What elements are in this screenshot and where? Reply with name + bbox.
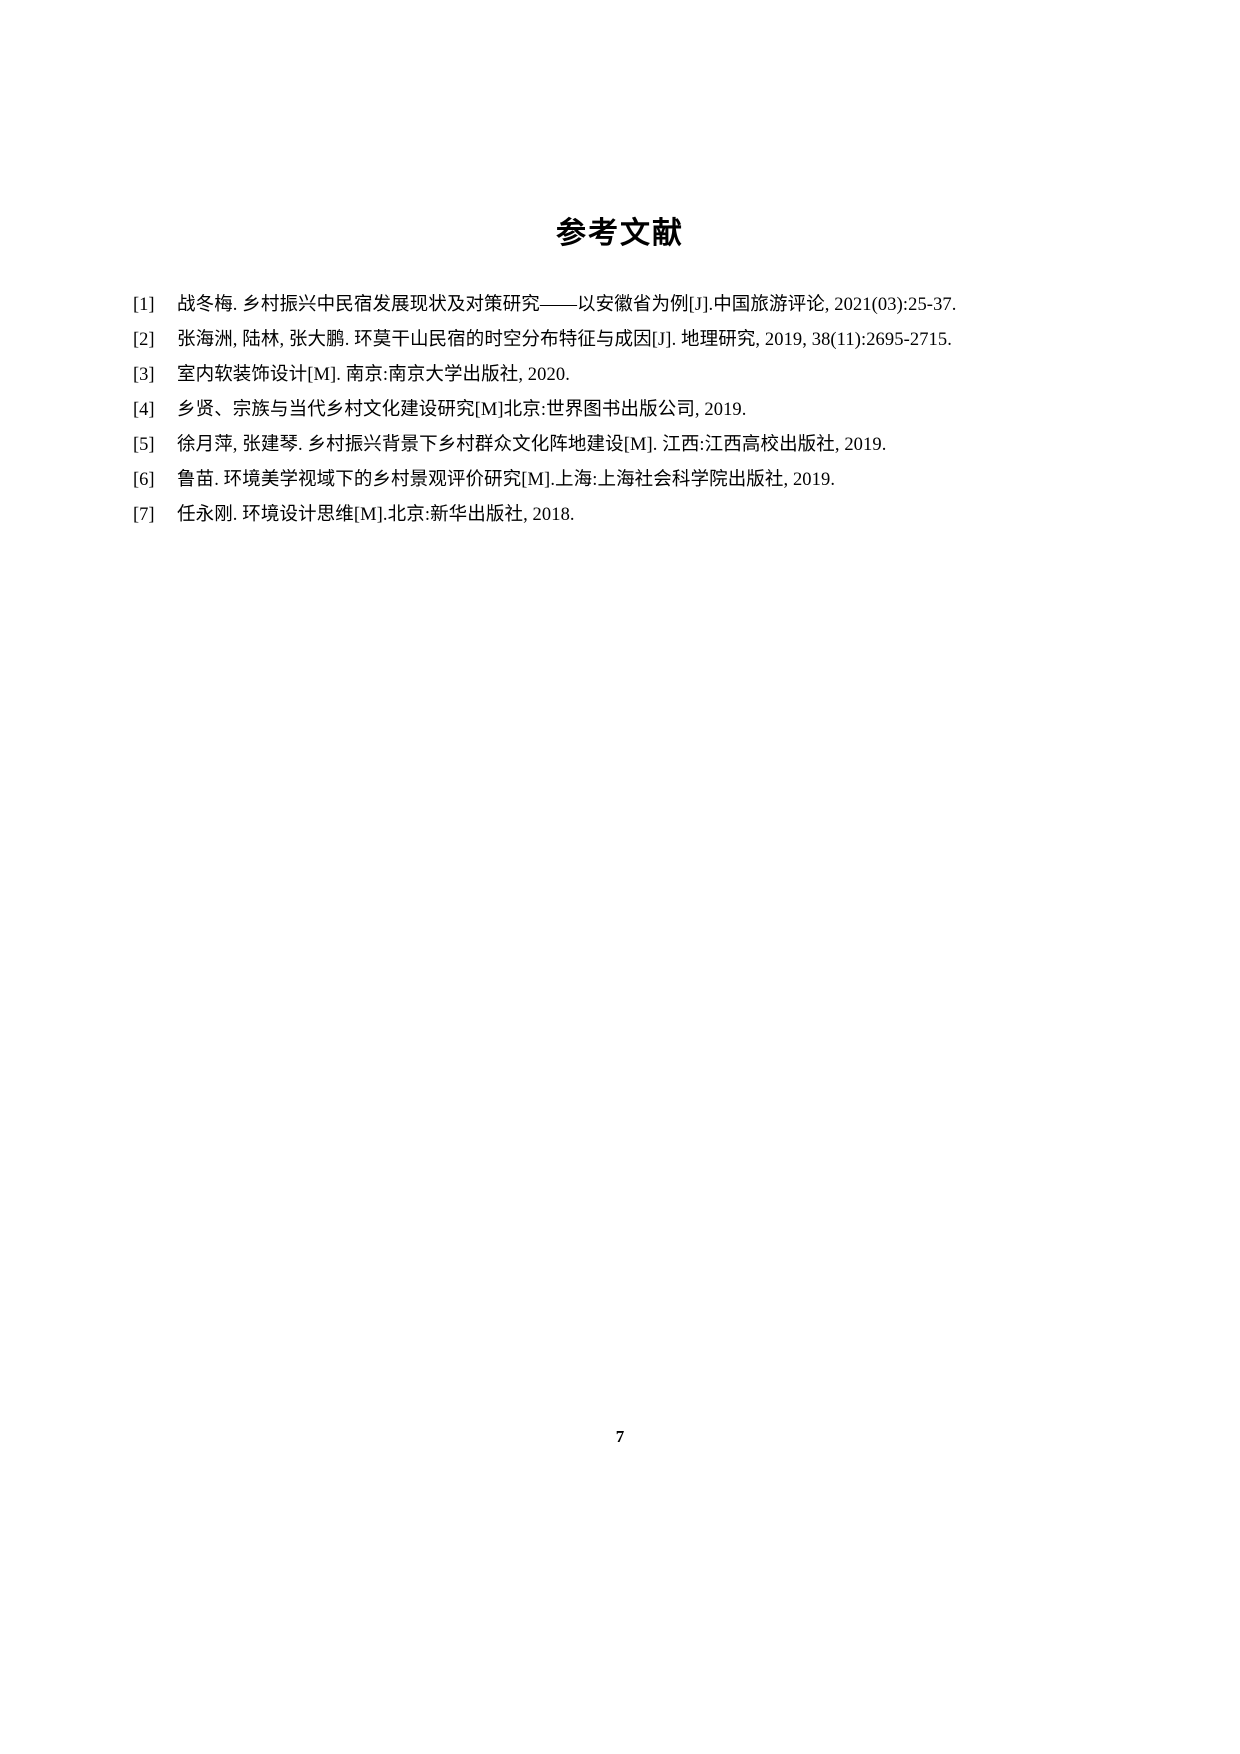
reference-text: 室内软装饰设计[M]. 南京:南京大学出版社, 2020. — [177, 365, 570, 385]
reference-marker: [2] — [133, 330, 155, 350]
reference-entry: [2] 张海洲, 陆林, 张大鹏. 环莫干山民宿的时空分布特征与成因[J]. 地… — [133, 323, 1113, 357]
reference-entry: [6] 鲁苗. 环境美学视域下的乡村景观评价研究[M].上海:上海社会科学院出版… — [133, 463, 1113, 497]
reference-text: 乡贤、宗族与当代乡村文化建设研究[M]北京:世界图书出版公司, 2019. — [177, 400, 747, 420]
reference-marker: [7] — [133, 505, 155, 525]
reference-marker: [4] — [133, 400, 155, 420]
reference-text: 张海洲, 陆林, 张大鹏. 环莫干山民宿的时空分布特征与成因[J]. 地理研究,… — [177, 330, 952, 350]
reference-text: 任永刚. 环境设计思维[M].北京:新华出版社, 2018. — [177, 505, 575, 525]
reference-entry: [4] 乡贤、宗族与当代乡村文化建设研究[M]北京:世界图书出版公司, 2019… — [133, 393, 1113, 427]
reference-marker: [6] — [133, 470, 155, 490]
reference-entry: [5] 徐月萍, 张建琴. 乡村振兴背景下乡村群众文化阵地建设[M]. 江西:江… — [133, 428, 1113, 462]
reference-list: [1] 战冬梅. 乡村振兴中民宿发展现状及对策研究——以安徽省为例[J].中国旅… — [133, 288, 1113, 533]
reference-marker: [5] — [133, 435, 155, 455]
reference-entry: [1] 战冬梅. 乡村振兴中民宿发展现状及对策研究——以安徽省为例[J].中国旅… — [133, 288, 1113, 322]
reference-text: 战冬梅. 乡村振兴中民宿发展现状及对策研究——以安徽省为例[J].中国旅游评论,… — [177, 295, 957, 315]
reference-marker: [1] — [133, 295, 155, 315]
reference-entry: [3] 室内软装饰设计[M]. 南京:南京大学出版社, 2020. — [133, 358, 1113, 392]
reference-marker: [3] — [133, 365, 155, 385]
reference-entry: [7] 任永刚. 环境设计思维[M].北京:新华出版社, 2018. — [133, 498, 1113, 532]
page-title: 参考文献 — [556, 217, 684, 250]
reference-text: 徐月萍, 张建琴. 乡村振兴背景下乡村群众文化阵地建设[M]. 江西:江西高校出… — [177, 435, 887, 455]
reference-text: 鲁苗. 环境美学视域下的乡村景观评价研究[M].上海:上海社会科学院出版社, 2… — [177, 470, 836, 490]
page-number: 7 — [615, 1427, 625, 1446]
